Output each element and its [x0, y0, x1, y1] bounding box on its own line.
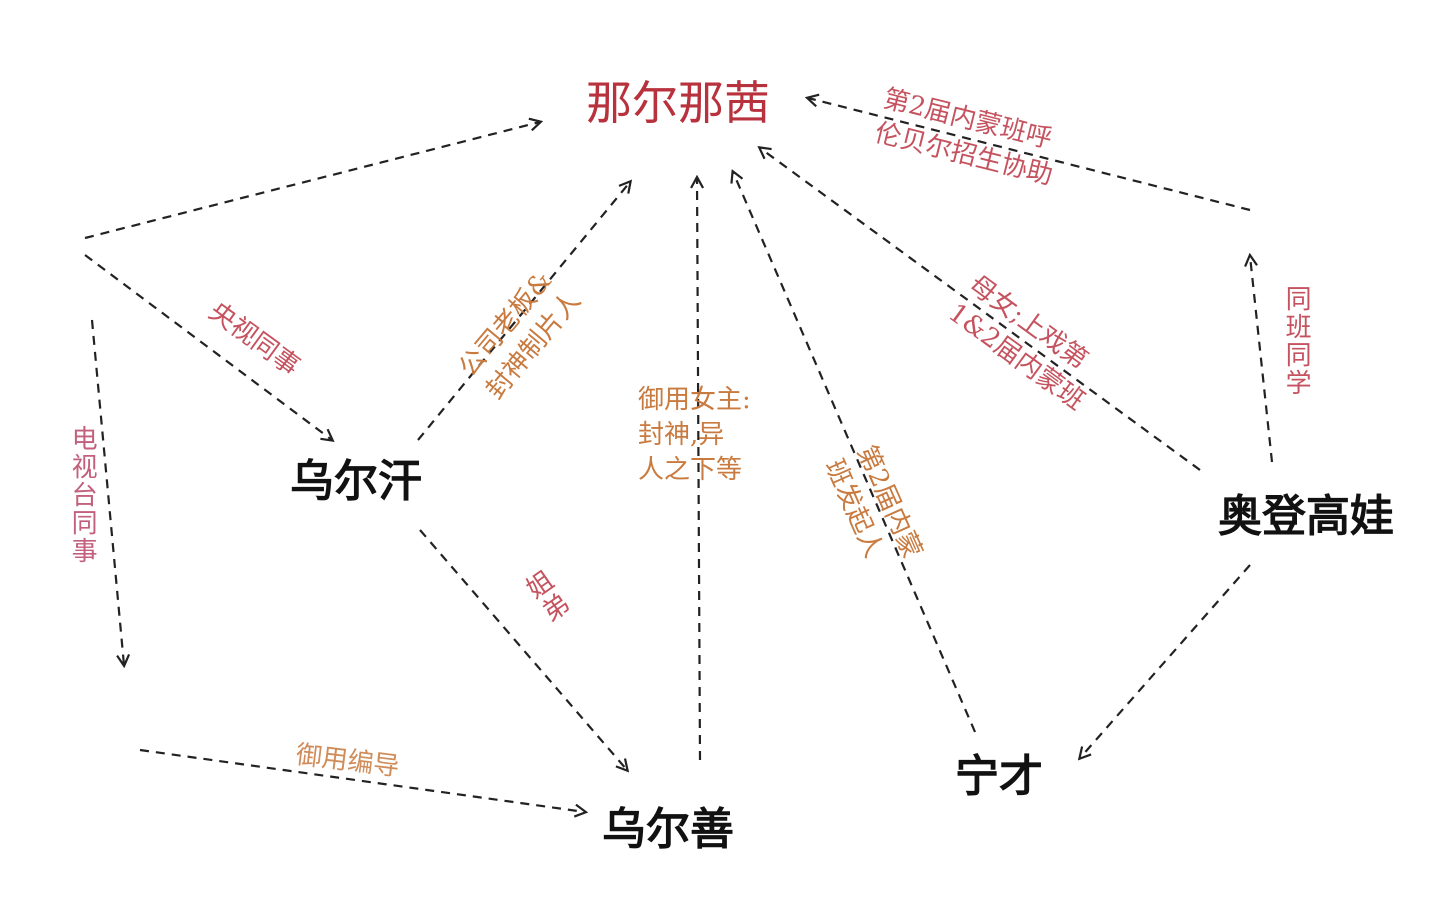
- label-classmate: 同班同学: [1281, 285, 1312, 397]
- node-naer: 那尔那茜: [586, 76, 770, 130]
- edge-bottom-to-wuershan: [139, 748, 585, 812]
- node-wuerhan: 乌尔汗: [290, 456, 422, 507]
- edge-hub-to-wuerhan: [84, 254, 332, 440]
- node-ningcai: 宁才: [955, 751, 1043, 802]
- edge-hub-to-naer: [84, 122, 540, 240]
- node-wuershan: 乌尔善: [602, 804, 734, 855]
- label-wuershan: 御用女主: 封神,异 人之下等: [638, 383, 751, 488]
- label-line: 封神,异: [638, 420, 725, 451]
- edge-wuershan-to-naer: [697, 178, 700, 761]
- label-tv-colleague: 电视台同事: [67, 425, 98, 565]
- edge-righthub-to-naer: [808, 98, 1251, 212]
- edge-aodeng-up: [1250, 256, 1274, 463]
- edge-wuerhan-to-naer: [417, 182, 630, 441]
- label-line: 人之下等: [638, 455, 743, 486]
- edge-aodeng-to-naer-mother: [760, 148, 1201, 471]
- edge-ningcai-to-naer: [733, 172, 977, 733]
- node-aodeng: 奥登高娃: [1218, 491, 1394, 542]
- edge-wuerhan-to-wuershan: [419, 529, 627, 770]
- edge-hub-down: [90, 319, 124, 665]
- label-line: 御用女主:: [638, 385, 751, 415]
- edge-aodeng-to-ningcai: [1080, 564, 1251, 758]
